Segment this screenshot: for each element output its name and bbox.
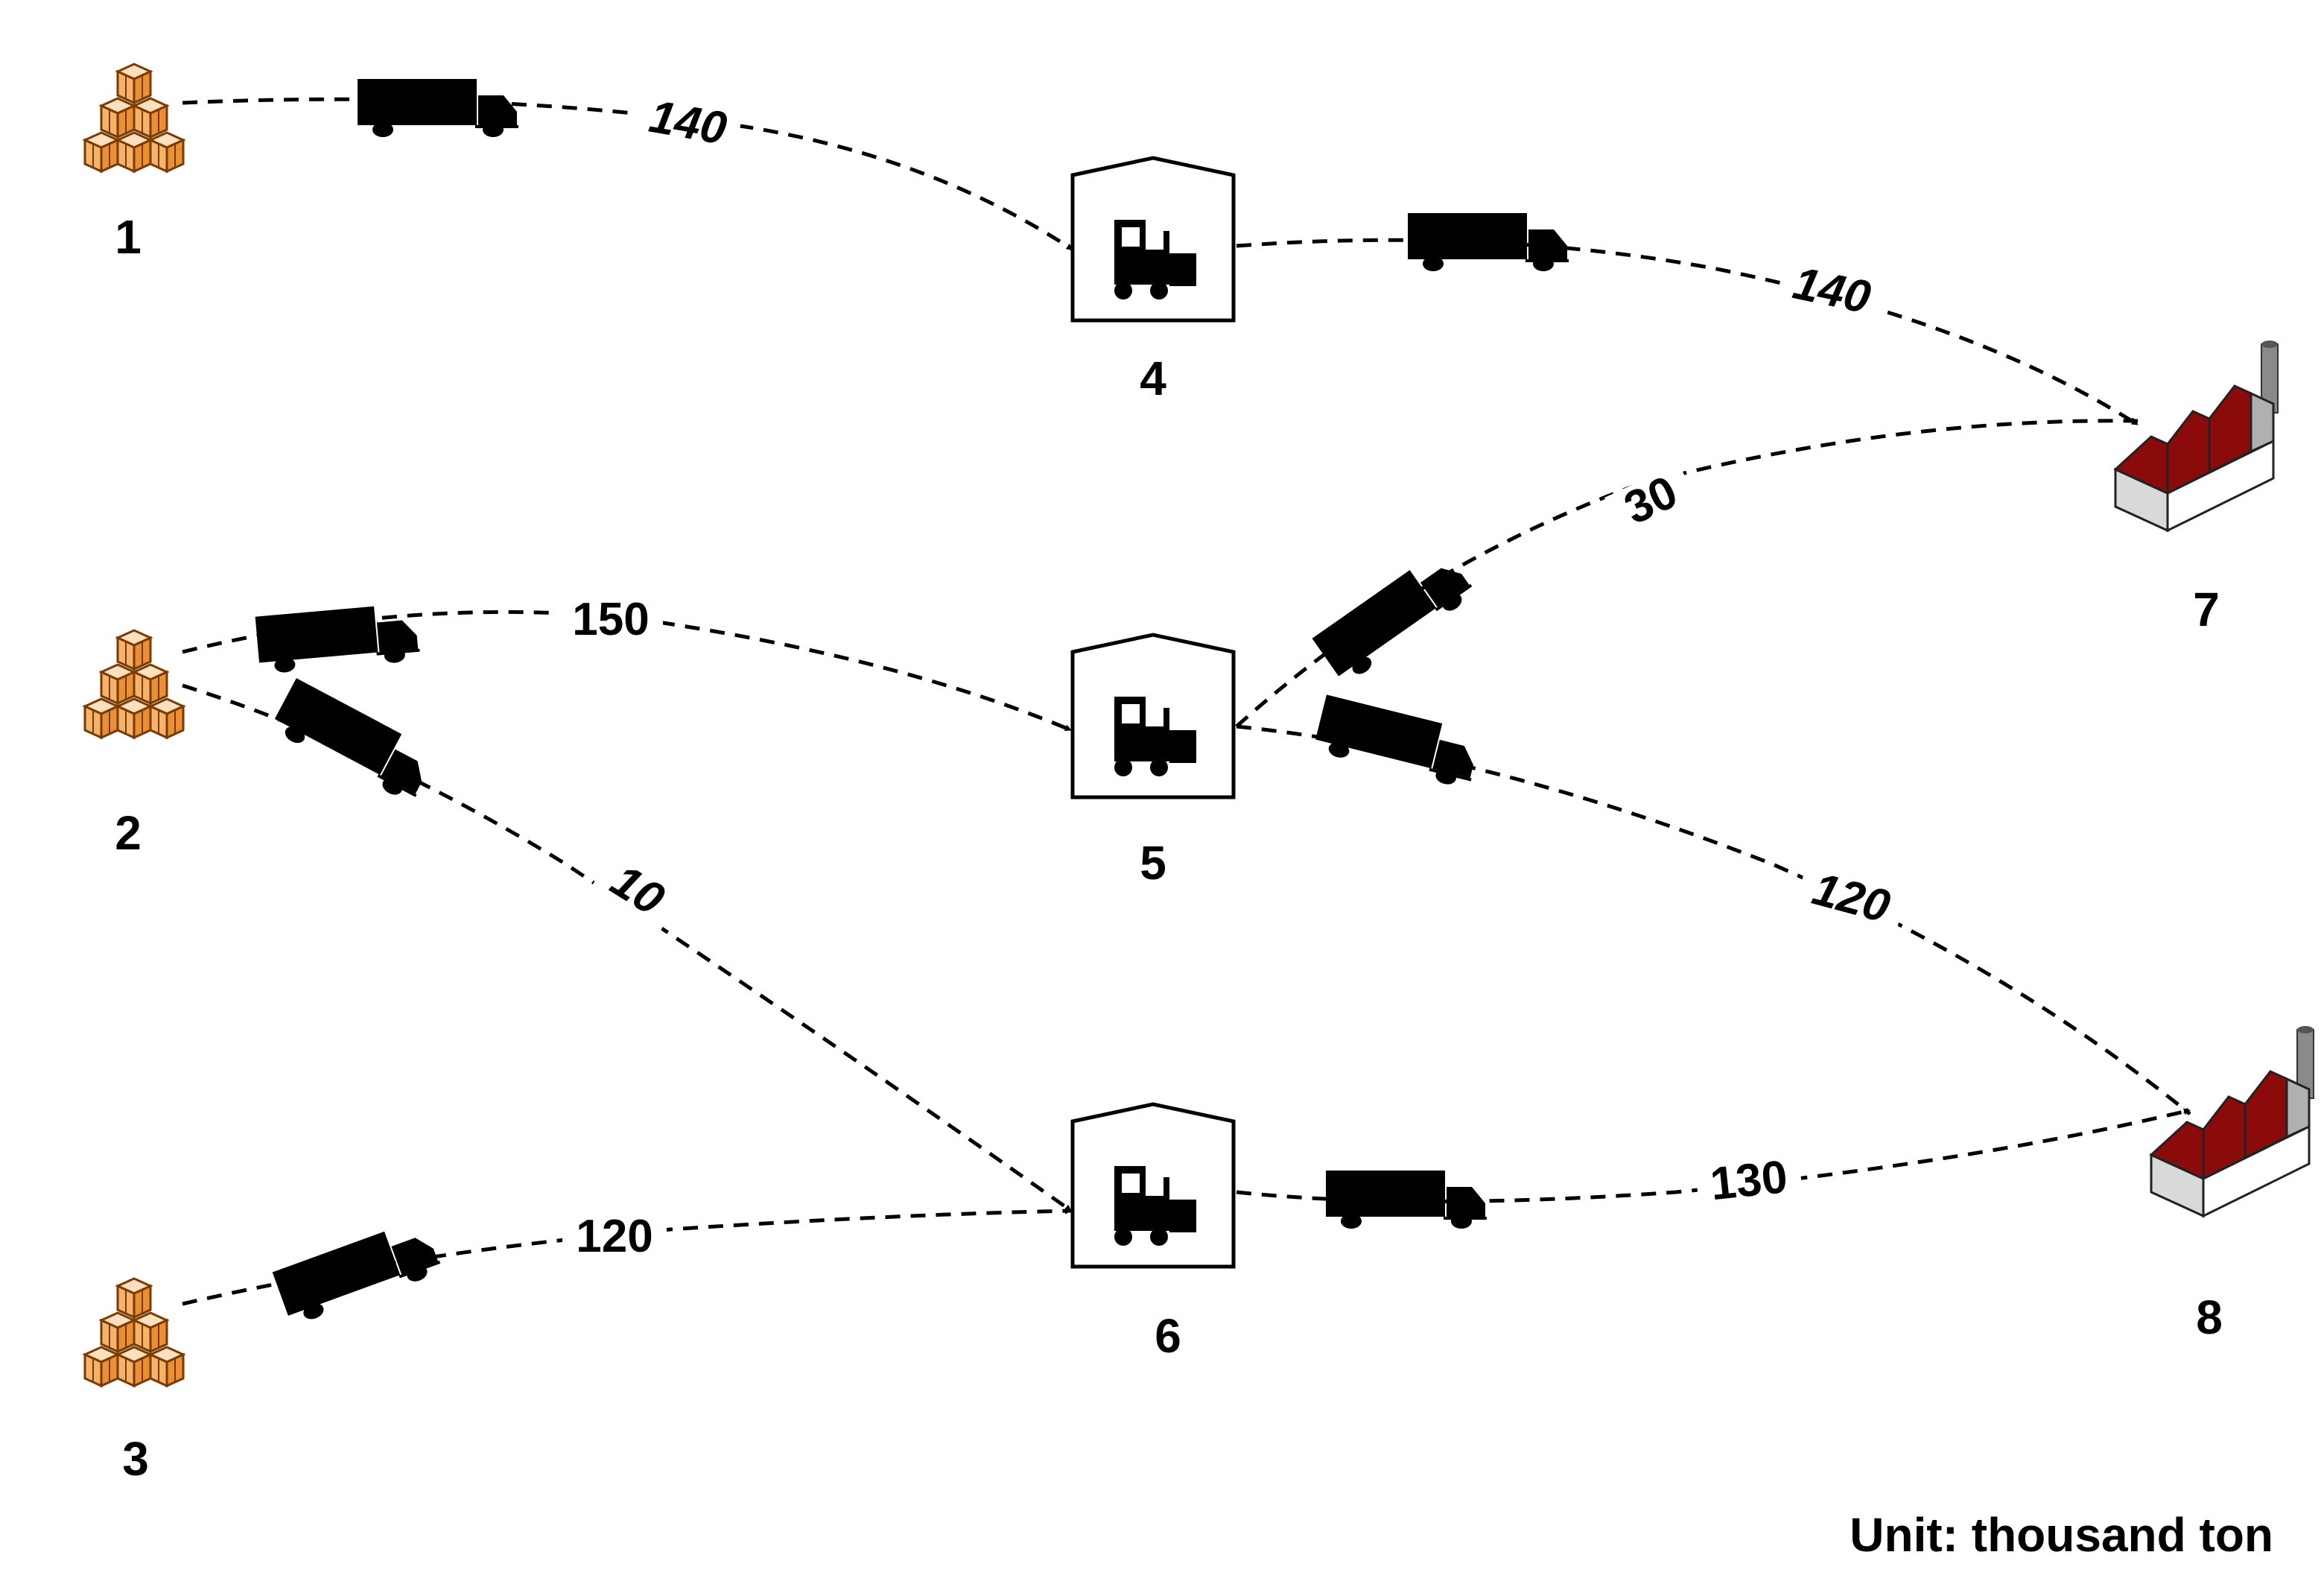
boxes-stack-icon [83,1277,185,1387]
truck-icon [1326,1171,1487,1229]
edge-labels-layer: 140 150 10 120 140 30 120 130 [559,91,1908,1267]
truck-icon [255,602,421,675]
trucks-layer [255,79,1569,1327]
warehouse-nodes: 4 5 6 [1070,156,1236,1363]
edge-5-7 [1235,417,2139,728]
edge-3-6 [182,1207,1072,1306]
node-label: 3 [122,1432,149,1486]
node-7: 7 [2113,341,2279,636]
factory-nodes: 7 8 [2113,341,2314,1344]
warehouse-forklift-icon [1070,1102,1236,1269]
truck-icon [1408,213,1569,271]
truck-icon [272,1217,444,1327]
factory-icon [2149,1026,2314,1218]
node-1: 1 [83,63,185,264]
node-label: 6 [1155,1309,1181,1363]
truck-icon [1312,545,1478,686]
edge-4-7 [1236,238,2139,427]
node-4: 4 [1070,156,1236,405]
node-5: 5 [1070,633,1236,890]
node-label: 2 [115,806,142,860]
warehouse-forklift-icon [1070,633,1236,799]
factory-icon [2113,341,2279,533]
warehouse-forklift-icon [1070,156,1236,323]
boxes-stack-icon [83,629,185,739]
truck-icon [1312,694,1483,791]
edge-label-2-5: 150 [572,594,649,645]
edge-label-5-8: 120 [1807,863,1895,932]
edge-1-4 [182,97,1074,252]
node-label: 7 [2193,583,2220,636]
boxes-stack-icon [83,63,185,173]
node-3: 3 [83,1277,185,1486]
node-2: 2 [83,629,185,860]
edge-2-6 [182,683,1073,1213]
supply-nodes: 1 2 3 [83,63,185,1486]
edge-label-3-6: 120 [576,1211,653,1262]
edge-label-6-8: 130 [1708,1151,1790,1210]
node-label: 1 [115,210,142,264]
node-6: 6 [1070,1102,1236,1363]
node-label: 8 [2196,1290,2223,1344]
node-8: 8 [2149,1026,2314,1344]
edge-5-8 [1236,724,2191,1115]
unit-note: Unit: thousand ton [1850,1508,2273,1562]
truck-icon [269,678,439,805]
node-label: 4 [1140,352,1166,405]
truck-icon [358,79,518,137]
node-label: 5 [1140,836,1166,890]
